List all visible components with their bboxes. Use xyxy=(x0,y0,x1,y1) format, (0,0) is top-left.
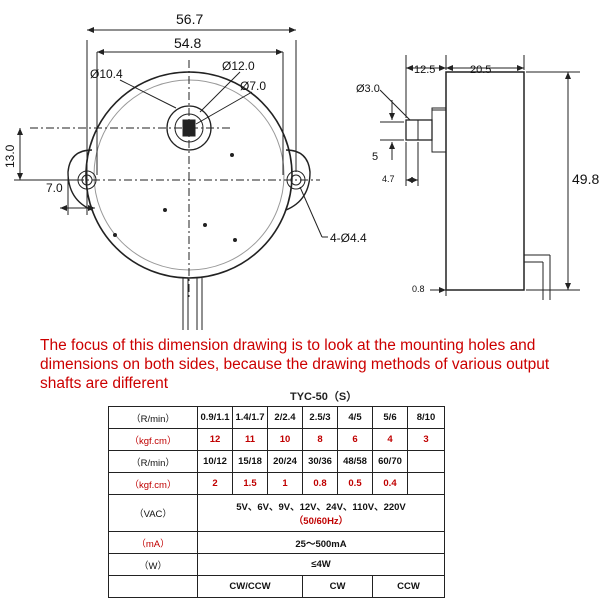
dim-54-8: 54.8 xyxy=(174,35,201,51)
table-row: （R/min） 10/12 15/18 20/24 30/36 48/58 60… xyxy=(108,450,445,473)
red-note: The focus of this dimension drawing is t… xyxy=(40,337,550,392)
table-cell: 3 xyxy=(407,428,445,451)
table-cell: 2 xyxy=(197,472,233,495)
dim-13-0: 13.0 xyxy=(3,144,17,168)
table-cell: 15/18 xyxy=(232,450,268,473)
table-row: （kgf.cm） 2 1.5 1 0.8 0.5 0.4 xyxy=(108,472,445,495)
ma-value: 25～500mA xyxy=(197,531,445,554)
w-label: （W） xyxy=(108,553,198,576)
table-cell: 10/12 xyxy=(197,450,233,473)
row-label: （kgf.cm） xyxy=(108,428,198,451)
table-cell: 4 xyxy=(372,428,408,451)
table-row: （R/min） 0.9/1.1 1.4/1.7 2/2.4 2.5/3 4/5 … xyxy=(108,406,445,429)
table-row-vac: （VAC） 5V、6V、9V、12V、24V、110V、220V （50/60H… xyxy=(108,494,445,532)
vac-value: 5V、6V、9V、12V、24V、110V、220V xyxy=(236,502,406,513)
spec-table: （R/min） 0.9/1.1 1.4/1.7 2/2.4 2.5/3 4/5 … xyxy=(108,406,445,598)
dim-49-8: 49.8 xyxy=(572,171,599,187)
table-cell: 2.5/3 xyxy=(302,406,338,429)
side-body xyxy=(445,71,525,291)
row-label: （kgf.cm） xyxy=(108,472,198,495)
table-cell: 5/6 xyxy=(372,406,408,429)
table-title: TYC-50（S） xyxy=(290,391,358,403)
side-gear-boss xyxy=(431,107,447,153)
front-view xyxy=(14,27,328,330)
table-row-direction: CW/CCW CW CCW xyxy=(108,575,445,598)
table-cell: 60/70 xyxy=(372,450,408,473)
dim-shaft-diameter: Ø7.0 xyxy=(240,79,266,93)
vac-value-cell: 5V、6V、9V、12V、24V、110V、220V （50/60Hz） xyxy=(197,494,445,532)
row-label: （R/min） xyxy=(108,450,198,473)
dim-boss-diameter: Ø10.4 xyxy=(90,67,123,81)
ma-label: （mA） xyxy=(108,531,198,554)
dir-cwccw: CW/CCW xyxy=(197,575,303,598)
dim-56-7: 56.7 xyxy=(176,11,203,27)
table-cell xyxy=(407,472,445,495)
dim-0-8: 0.8 xyxy=(412,284,425,294)
table-cell: 4/5 xyxy=(337,406,373,429)
dir-ccw: CCW xyxy=(372,575,445,598)
side-view xyxy=(379,55,580,300)
table-cell: 30/36 xyxy=(302,450,338,473)
table-cell: 11 xyxy=(232,428,268,451)
table-cell: 0.5 xyxy=(337,472,373,495)
dim-20-5: 20.5 xyxy=(470,64,491,76)
right-mount-lug xyxy=(285,149,311,211)
vac-label: （VAC） xyxy=(108,494,198,532)
table-cell: 0.4 xyxy=(372,472,408,495)
table-cell: 1 xyxy=(267,472,303,495)
table-cell: 8 xyxy=(302,428,338,451)
vac-frequency: （50/60Hz） xyxy=(293,516,349,527)
table-cell: 1.4/1.7 xyxy=(232,406,268,429)
table-row: （kgf.cm） 12 11 10 8 6 4 3 xyxy=(108,428,445,451)
side-shaft xyxy=(405,119,433,141)
table-cell: 6 xyxy=(337,428,373,451)
table-cell: 10 xyxy=(267,428,303,451)
dim-hub-diameter: Ø12.0 xyxy=(222,59,255,73)
table-cell: 1.5 xyxy=(232,472,268,495)
dir-cw: CW xyxy=(302,575,373,598)
dim-5: 5 xyxy=(372,151,378,163)
direction-label xyxy=(108,575,198,598)
table-cell: 0.8 xyxy=(302,472,338,495)
table-cell xyxy=(407,450,445,473)
dim-4-7: 4.7 xyxy=(382,174,395,184)
dim-12-5: 12.5 xyxy=(414,64,435,76)
table-row-w: （W） ≤4W xyxy=(108,553,445,576)
table-row-ma: （mA） 25～500mA xyxy=(108,531,445,554)
dim-7-0: 7.0 xyxy=(46,181,63,195)
dim-shaft-dia-side: Ø3.0 xyxy=(356,83,380,95)
table-cell: 8/10 xyxy=(407,406,445,429)
table-cell: 48/58 xyxy=(337,450,373,473)
w-value: ≤4W xyxy=(197,553,445,576)
row-label: （R/min） xyxy=(108,406,198,429)
table-cell: 2/2.4 xyxy=(267,406,303,429)
table-cell: 0.9/1.1 xyxy=(197,406,233,429)
dimension-drawing: 56.7 54.8 Ø10.4 Ø12.0 Ø7.0 13.0 7.0 4-Ø4… xyxy=(3,11,599,330)
table-cell: 12 xyxy=(197,428,233,451)
table-cell: 20/24 xyxy=(267,450,303,473)
dim-mount-holes: 4-Ø4.4 xyxy=(330,231,367,245)
